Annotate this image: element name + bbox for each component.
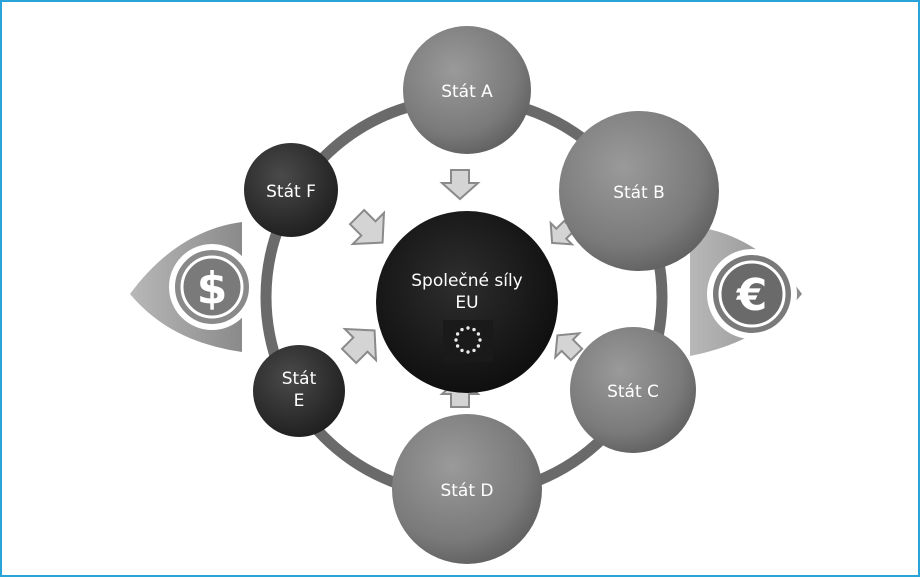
arrow-from-stat-e [340, 327, 378, 365]
dollar-symbol: $ [197, 263, 228, 314]
node-stat-a: Stát A [403, 26, 531, 154]
node-stat-d: Stát D [392, 414, 542, 564]
node-stat-f-label: Stát F [266, 182, 316, 202]
node-stat-f: Stát F [244, 143, 338, 237]
node-stat-c-label: Stát C [607, 382, 659, 402]
euro-symbol: € [736, 270, 768, 321]
node-stat-b: Stát B [559, 111, 719, 271]
center-label-line1: Společné síly [411, 271, 523, 291]
center-node: Společné síly EU [376, 211, 558, 393]
arrow-from-stat-f [348, 208, 386, 246]
node-stat-e: Stát E [253, 345, 345, 437]
center-label-line2: EU [455, 293, 478, 313]
euro-eye-icon: € [690, 226, 802, 356]
node-stat-d-label: Stát D [440, 481, 493, 501]
eu-flag-icon [443, 320, 493, 362]
dollar-eye-icon: $ [130, 222, 255, 352]
arrow-from-stat-c [554, 332, 584, 362]
arrow-from-stat-a [439, 169, 481, 201]
node-stat-e-label-line2: E [294, 391, 305, 411]
node-stat-c: Stát C [570, 327, 696, 453]
node-stat-b-label: Stát B [613, 183, 665, 203]
node-stat-a-label: Stát A [441, 82, 493, 102]
node-stat-e-label-line1: Stát [282, 369, 317, 389]
